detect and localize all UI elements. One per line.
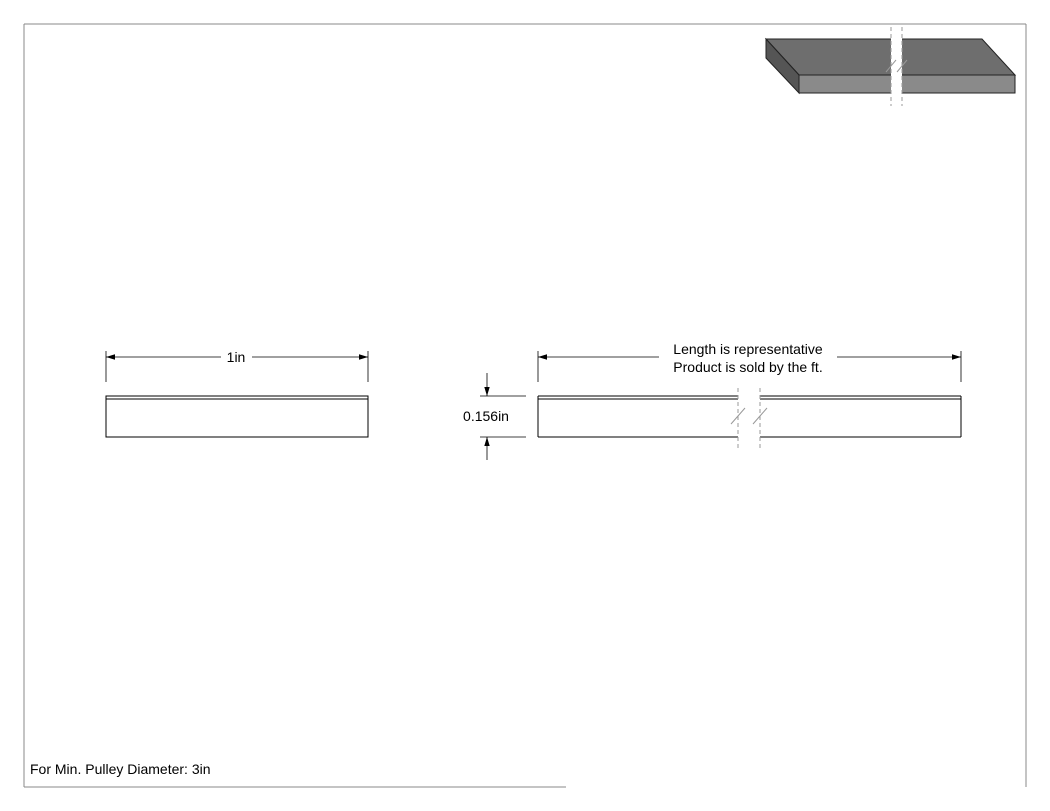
iso-front-face [798,74,1016,94]
iso-side-face [765,37,800,95]
length-note-line2: Product is sold by the ft. [673,359,822,375]
end-view-outline [105,395,369,438]
end-view [105,351,369,438]
width-dimension-label: 1in [227,349,246,365]
break-lines [730,388,768,448]
length-note-line1: Length is representative [673,341,823,357]
thickness-dimension-label: 0.156in [463,408,509,424]
side-view-break-gap [738,390,760,448]
sheet-border [23,23,1027,788]
iso-break-gap [891,27,902,105]
isometric-view [764,27,1017,106]
footer-note: For Min. Pulley Diameter: 3in [30,761,211,777]
thickness-dimension [480,373,526,460]
